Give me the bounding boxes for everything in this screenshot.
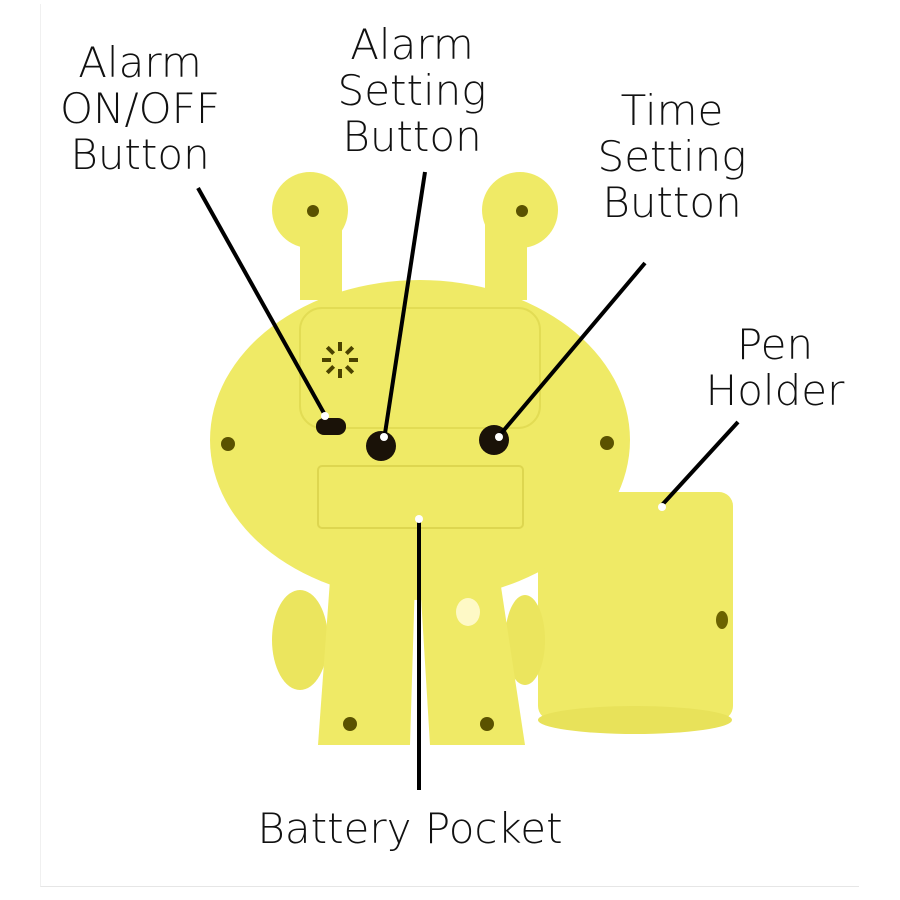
- label-line: Alarm: [78, 38, 202, 87]
- label-line: Battery Pocket: [257, 804, 563, 853]
- label-line: Setting: [597, 132, 747, 181]
- head: [210, 280, 630, 600]
- label-line: ON/OFF: [59, 84, 220, 133]
- alarm-setting-button: [366, 431, 396, 461]
- label-line: Button: [342, 112, 482, 161]
- antennae: [272, 172, 558, 300]
- label-time-setting-button: Time Setting Button: [582, 88, 762, 226]
- label-alarm-onoff-button: Alarm ON/OFF Button: [40, 40, 240, 178]
- label-alarm-setting-button: Alarm Setting Button: [322, 22, 502, 160]
- label-line: Pen: [736, 320, 814, 369]
- leader-dots: [321, 412, 666, 523]
- speaker-grille: [322, 342, 358, 378]
- leader-lines: [196, 171, 740, 790]
- label-line: Time: [620, 86, 724, 135]
- label-pen-holder: Pen Holder: [690, 322, 860, 414]
- image-border: [40, 4, 859, 887]
- limbs: [272, 580, 545, 745]
- pen-holder: [538, 492, 733, 734]
- label-line: Button: [70, 130, 210, 179]
- label-line: Holder: [705, 366, 845, 415]
- label-line: Setting: [337, 66, 487, 115]
- label-line: Button: [602, 178, 742, 227]
- alarm-onoff-switch: [316, 418, 346, 435]
- label-battery-pocket: Battery Pocket: [220, 806, 600, 852]
- label-line: Alarm: [350, 20, 474, 69]
